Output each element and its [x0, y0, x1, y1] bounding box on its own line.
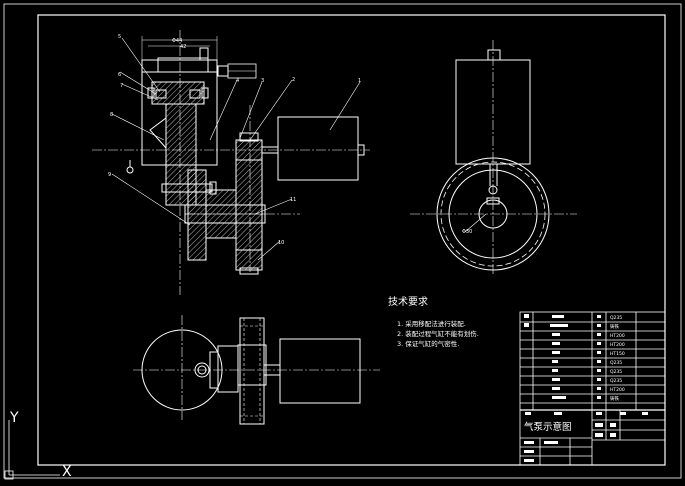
drawing-border [3, 3, 682, 479]
tech-notes: 1. 采用移配法进行装配. 2. 装配过程气缸不能有划伤. 3. 保证气缸的气密… [397, 319, 479, 348]
top-view [133, 315, 380, 425]
side-view [410, 40, 577, 275]
material-cell: 铸铁 [610, 395, 619, 402]
balloon-label: 3 [261, 78, 264, 84]
tech-requirements-title: 技术要求 [388, 295, 428, 308]
balloon-label: 10 [278, 240, 284, 246]
material-cell: HT200 [610, 342, 625, 348]
balloon-label: 1 [358, 78, 361, 84]
ucs-y-label: Y [9, 410, 19, 426]
drawing-title: 气泵示意图 [524, 421, 572, 433]
part-balloons: 1 2 3 4 5 6 7 8 9 10 11 [108, 34, 361, 246]
balloon-label: 2 [292, 77, 295, 83]
tech-note: 1. 采用移配法进行装配. [397, 319, 466, 328]
material-cell: 铸铁 [610, 323, 619, 330]
material-cell: Q235 [610, 315, 622, 321]
dimension-bore: Φ30 [462, 229, 472, 235]
balloon-label: 8 [110, 112, 113, 118]
front-section-view [92, 30, 370, 295]
ucs-icon [4, 420, 60, 480]
balloon-label: 11 [290, 197, 296, 203]
balloon-label: 4 [236, 78, 239, 84]
balloon-label: 5 [118, 34, 121, 40]
material-cell: HT200 [610, 387, 625, 393]
ucs-x-label: X [62, 464, 72, 480]
tech-note: 3. 保证气缸的气密性. [397, 339, 459, 348]
balloon-label: 7 [120, 83, 123, 89]
material-column: Q235 铸铁 HT200 HT200 HT150 Q235 Q235 Q235… [610, 315, 625, 402]
balloon-label: 6 [118, 72, 121, 78]
dimension-diameter: Φ44 [172, 38, 182, 44]
title-block [519, 311, 666, 466]
dimension-length: 42 [180, 44, 186, 50]
material-cell: Q235 [610, 369, 622, 375]
material-cell: Q235 [610, 360, 622, 366]
material-cell: Q235 [610, 378, 622, 384]
material-cell: HT150 [610, 351, 625, 357]
balloon-label: 9 [108, 172, 111, 178]
material-cell: HT200 [610, 333, 625, 339]
tech-note: 2. 装配过程气缸不能有划伤. [397, 329, 479, 338]
